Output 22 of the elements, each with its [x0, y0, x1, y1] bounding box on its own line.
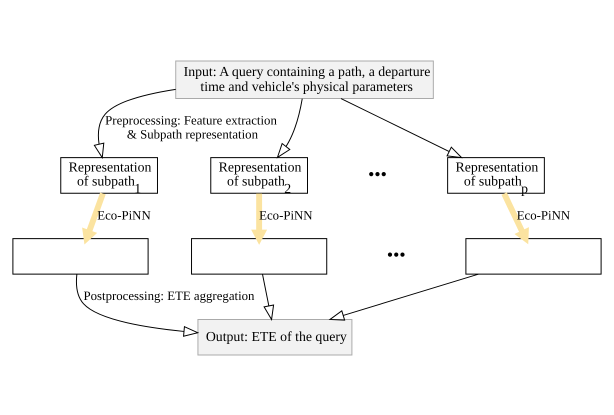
node-box: Output: ETE of the query	[197, 318, 352, 356]
arrow	[262, 273, 274, 320]
node-box: Input: A query containing a path, a departure time and vehicle's physical parameters	[175, 60, 434, 98]
node-box	[12, 238, 149, 274]
edge-label: Eco-PiNN	[259, 208, 313, 222]
label: •••	[386, 244, 406, 264]
arrow	[94, 88, 176, 159]
arrow	[76, 273, 200, 336]
arrow	[251, 193, 268, 244]
arrow	[501, 192, 529, 244]
edge-label: Preprocessing: Feature extraction & Subpath representation	[105, 113, 277, 141]
arrow	[328, 273, 479, 320]
arrow	[340, 98, 463, 158]
node-box	[191, 238, 328, 274]
label: •••	[368, 163, 387, 184]
node-label: p	[521, 180, 528, 196]
arrow	[82, 192, 106, 244]
edge-label: Eco-PiNN	[97, 208, 151, 222]
node-box	[465, 238, 602, 274]
edge-label: Postprocessing: ETE aggregation	[83, 288, 254, 303]
edge-label: Eco-PiNN	[516, 208, 570, 222]
arrow	[276, 98, 303, 158]
